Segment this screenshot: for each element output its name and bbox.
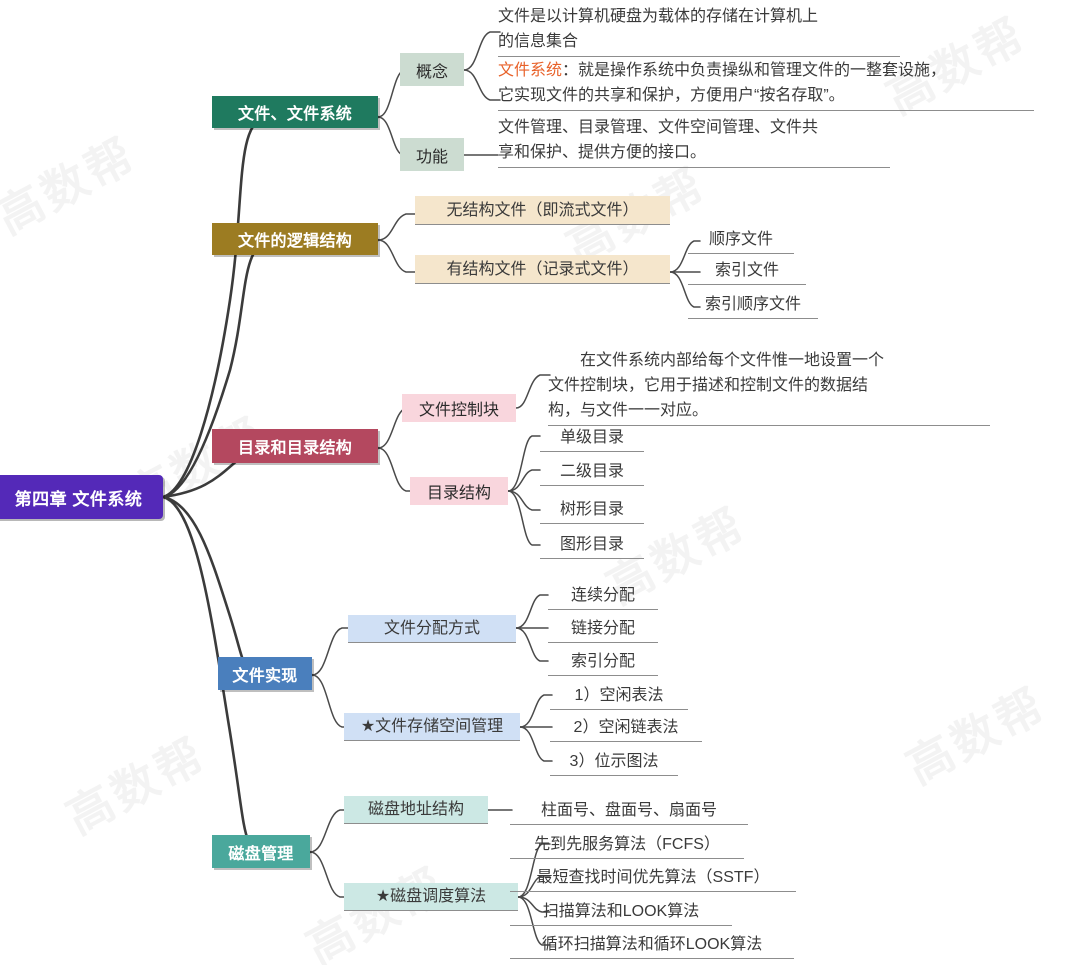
branch-badge-file-system[interactable]: 文件、文件系统 [212, 96, 378, 128]
leaf-free-list-method: 2）空闲链表法 [550, 714, 702, 742]
pill-label: 文件分配方式 [383, 620, 480, 637]
leaf-scan-look: 扫描算法和LOOK算法 [510, 898, 732, 926]
leaf-bitmap-method: 3）位示图法 [550, 748, 678, 776]
star-icon: ★ [360, 718, 376, 735]
leaf-text: 索引分配 [570, 653, 635, 670]
leaf-tree-directory: 树形目录 [540, 496, 644, 524]
leaf-text: 最短查找时间优先算法（SSTF） [536, 869, 770, 886]
pill-file-control-block[interactable]: 文件控制块 [402, 394, 516, 422]
pill-file-allocation-method[interactable]: 文件分配方式 [348, 615, 516, 643]
pill-function[interactable]: 功能 [400, 138, 464, 171]
leaf-text: 循环扫描算法和循环LOOK算法 [541, 936, 763, 953]
leaf-linked-allocation: 链接分配 [548, 615, 658, 643]
leaf-text: 顺序文件 [708, 231, 773, 248]
root-node[interactable]: 第四章 文件系统 [0, 475, 163, 519]
leaf-text: 索引文件 [714, 262, 779, 279]
leaf-sequential-file: 顺序文件 [688, 227, 794, 254]
pill-label: 文件控制块 [418, 402, 499, 419]
leaf-index-sequential-file: 索引顺序文件 [688, 292, 818, 319]
pill-directory-structure[interactable]: 目录结构 [410, 477, 508, 505]
leaf-text: 树形目录 [559, 501, 624, 518]
pill-label: 概念 [415, 63, 448, 81]
pill-label: 有结构文件（记录式文件） [446, 261, 639, 278]
pill-label: 目录结构 [426, 485, 491, 502]
leaf-text: 文件管理、目录管理、文件空间管理、文件共 享和保护、提供方便的接口。 [498, 119, 819, 161]
star-icon: ★ [375, 888, 391, 905]
leaf-text: 链接分配 [570, 620, 635, 637]
leaf-text: 文件是以计算机硬盘为载体的存储在计算机上 的信息集合 [498, 8, 819, 50]
pill-label: 磁盘调度算法 [390, 888, 487, 905]
branch-label: 目录和目录结构 [237, 440, 353, 457]
branch-badge-logical-structure[interactable]: 文件的逻辑结构 [212, 223, 378, 255]
branch-label: 文件实现 [232, 667, 298, 685]
root-node-label: 第四章 文件系统 [14, 489, 143, 509]
leaf-indexed-allocation: 索引分配 [548, 648, 658, 676]
leaf-text: 单级目录 [559, 429, 624, 446]
leaf-text: 索引顺序文件 [704, 296, 801, 313]
pill-label: 功能 [415, 148, 448, 166]
pill-label: 无结构文件（即流式文件） [446, 202, 639, 219]
leaf-index-file: 索引文件 [688, 258, 806, 285]
leaf-text: 2）空闲链表法 [573, 719, 679, 736]
leaf-free-table-method: 1）空闲表法 [550, 682, 688, 710]
pill-structured-file[interactable]: 有结构文件（记录式文件） [415, 255, 670, 284]
leaf-text: 先到先服务算法（FCFS） [534, 836, 720, 853]
branch-badge-directory[interactable]: 目录和目录结构 [212, 429, 378, 463]
leaf-disk-address-fields: 柱面号、盘面号、扇面号 [510, 797, 748, 825]
leaf-text: 3）位示图法 [569, 753, 659, 770]
leaf-text: 1）空闲表法 [574, 687, 664, 704]
pill-unstructured-file[interactable]: 无结构文件（即流式文件） [415, 196, 670, 225]
leaf-text: 二级目录 [559, 463, 624, 480]
leaf-file-definition: 文件是以计算机硬盘为载体的存储在计算机上 的信息集合 [498, 4, 900, 57]
pill-label: 文件存储空间管理 [375, 718, 504, 735]
leaf-sstf: 最短查找时间优先算法（SSTF） [510, 864, 796, 892]
leaf-text: ：就是操作系统中负责操纵和管理文件的一整套设施， 它实现文件的共享和保护，方便用… [498, 62, 947, 104]
leaf-two-level-directory: 二级目录 [540, 458, 644, 486]
leaf-file-system-definition: 文件系统：就是操作系统中负责操纵和管理文件的一整套设施， 它实现文件的共享和保护… [498, 58, 1034, 111]
pill-disk-address-structure[interactable]: 磁盘地址结构 [344, 796, 488, 824]
branch-badge-disk-management[interactable]: 磁盘管理 [212, 835, 310, 868]
branch-badge-file-implementation[interactable]: 文件实现 [218, 657, 312, 690]
pill-label: 磁盘地址结构 [367, 801, 464, 818]
leaf-contiguous-allocation: 连续分配 [548, 582, 658, 610]
leaf-cscan-clook: 循环扫描算法和循环LOOK算法 [510, 931, 794, 959]
leaf-fcb-description: 在文件系统内部给每个文件惟一地设置一个 文件控制块，它用于描述和控制文件的数据结… [548, 348, 990, 426]
branch-label: 磁盘管理 [228, 845, 294, 863]
leaf-text: 图形目录 [559, 536, 624, 553]
branch-label: 文件、文件系统 [237, 106, 353, 123]
leaf-text: 连续分配 [570, 587, 635, 604]
leaf-text: 在文件系统内部给每个文件惟一地设置一个 文件控制块，它用于描述和控制文件的数据结… [548, 352, 885, 419]
leaf-single-level-directory: 单级目录 [540, 424, 644, 452]
pill-disk-scheduling-algorithm[interactable]: ★磁盘调度算法 [344, 883, 518, 911]
leaf-text: 扫描算法和LOOK算法 [542, 903, 700, 920]
leaf-text: 柱面号、盘面号、扇面号 [540, 802, 717, 819]
leaf-text-accent: 文件系统 [498, 62, 563, 79]
leaf-fcfs: 先到先服务算法（FCFS） [510, 831, 744, 859]
branch-label: 文件的逻辑结构 [237, 233, 353, 250]
leaf-file-system-functions: 文件管理、目录管理、文件空间管理、文件共 享和保护、提供方便的接口。 [498, 115, 890, 168]
pill-concept[interactable]: 概念 [400, 53, 464, 86]
leaf-graph-directory: 图形目录 [540, 531, 644, 559]
pill-storage-space-management[interactable]: ★文件存储空间管理 [344, 713, 520, 741]
